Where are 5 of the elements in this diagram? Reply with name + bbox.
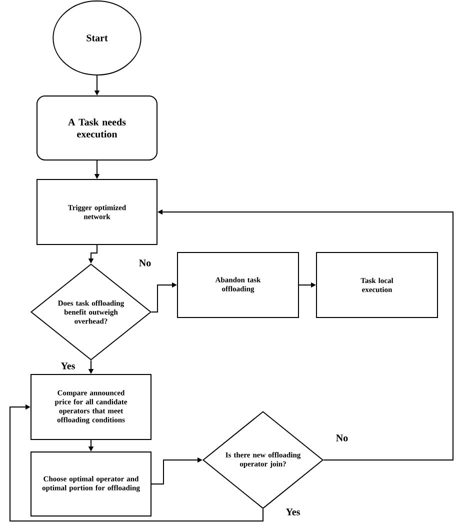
edge-label: Yes bbox=[60, 362, 76, 370]
arrow bbox=[10, 404, 264, 522]
edge-label: No bbox=[334, 434, 350, 442]
process-box: A Task needs execution bbox=[36, 96, 158, 160]
edge-label: Yes bbox=[284, 508, 302, 516]
